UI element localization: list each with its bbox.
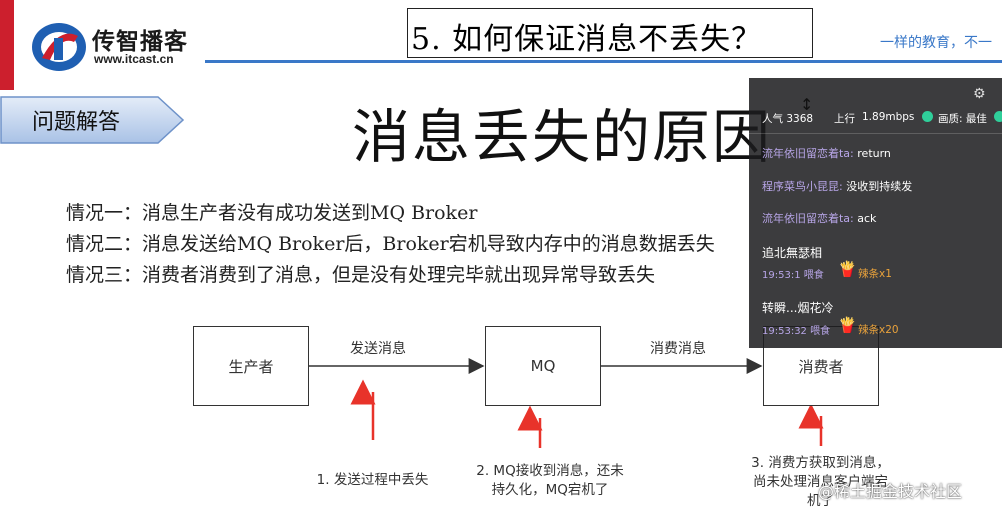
loss-note-2: 2. MQ接收到消息，还未持久化，MQ宕机了: [476, 463, 624, 498]
overlay-divider: [749, 133, 1002, 134]
chat-user: 流年依旧留恋着ta:: [762, 147, 854, 160]
case-three-text: 情况三：消费者消费到了消息，但是没有处理完毕就出现异常导致丢失: [66, 264, 656, 286]
edge-label-send: 发送消息: [350, 341, 406, 357]
section-tag: [0, 96, 184, 144]
brand-url: www.itcast.cn: [94, 52, 174, 66]
gift-icon: 🍟: [838, 316, 857, 334]
loss-note-3: 3. 消费方获取到消息，尚未处理消息客户端宕机了: [751, 455, 890, 509]
chat-message: 程序菜鸟小昆昆: 没收到持续发: [762, 178, 912, 194]
chat-message: 流年依旧留恋着ta: ack: [762, 210, 876, 226]
node-mq: MQ: [485, 326, 601, 406]
node-producer: 生产者: [193, 326, 309, 406]
edge-label-consume: 消费消息: [650, 341, 706, 357]
gear-icon[interactable]: ⚙: [973, 86, 986, 102]
chat-text: ack: [857, 212, 877, 225]
brand-red-bar: [0, 0, 14, 90]
upload-label: 上行: [834, 113, 855, 125]
slide-heading: 消息丢失的原因: [352, 103, 773, 171]
gift-icon: 🍟: [838, 260, 857, 278]
brand-logo-icon: [32, 23, 86, 71]
loss-note-1: 1. 发送过程中丢失: [316, 472, 429, 488]
quality-status-dot: [922, 111, 933, 122]
chat-user: 流年依旧留恋着ta:: [762, 212, 854, 225]
gift-time: 19:53:32 喂食: [762, 326, 831, 337]
gift-count: 辣条x20: [858, 324, 899, 336]
live-overlay-panel: [749, 78, 1002, 348]
watermark-text: @稀土掘金技术社区: [818, 482, 963, 501]
status-dot-icon: [994, 111, 1002, 122]
section-tag-label: 问题解答: [32, 110, 121, 135]
brand-name: 传智播客: [92, 29, 188, 55]
header-divider: [205, 60, 1002, 63]
viewer-count: 人气 3368: [762, 113, 814, 125]
case-two-text: 情况二：消息发送给MQ Broker后，Broker宕机导致内存中的消息数据丢失: [66, 233, 715, 255]
cursor-icon: ↕: [800, 95, 814, 114]
topic-title-box: [407, 8, 813, 58]
chat-text: return: [857, 147, 891, 160]
chat-user: 程序菜鸟小昆昆:: [762, 180, 843, 193]
gift-time: 19:53:1 喂食: [762, 270, 824, 281]
gift-sender: 追北無瑟相: [762, 246, 823, 260]
case-one-text: 情况一：消息生产者没有成功发送到MQ Broker: [66, 202, 478, 224]
topic-title: 5. 如何保证消息不丢失？: [411, 22, 763, 57]
chat-text: 没收到持续发: [846, 180, 913, 193]
header-slogan: 一样的教育，不一: [880, 35, 992, 51]
gift-count: 辣条x1: [858, 268, 892, 280]
quality-label: 画质: 最佳: [938, 113, 987, 125]
gift-sender: 转瞬...烟花冷: [762, 301, 834, 315]
upload-rate: 1.89mbps: [862, 111, 915, 123]
chat-message: 流年依旧留恋着ta: return: [762, 145, 891, 161]
